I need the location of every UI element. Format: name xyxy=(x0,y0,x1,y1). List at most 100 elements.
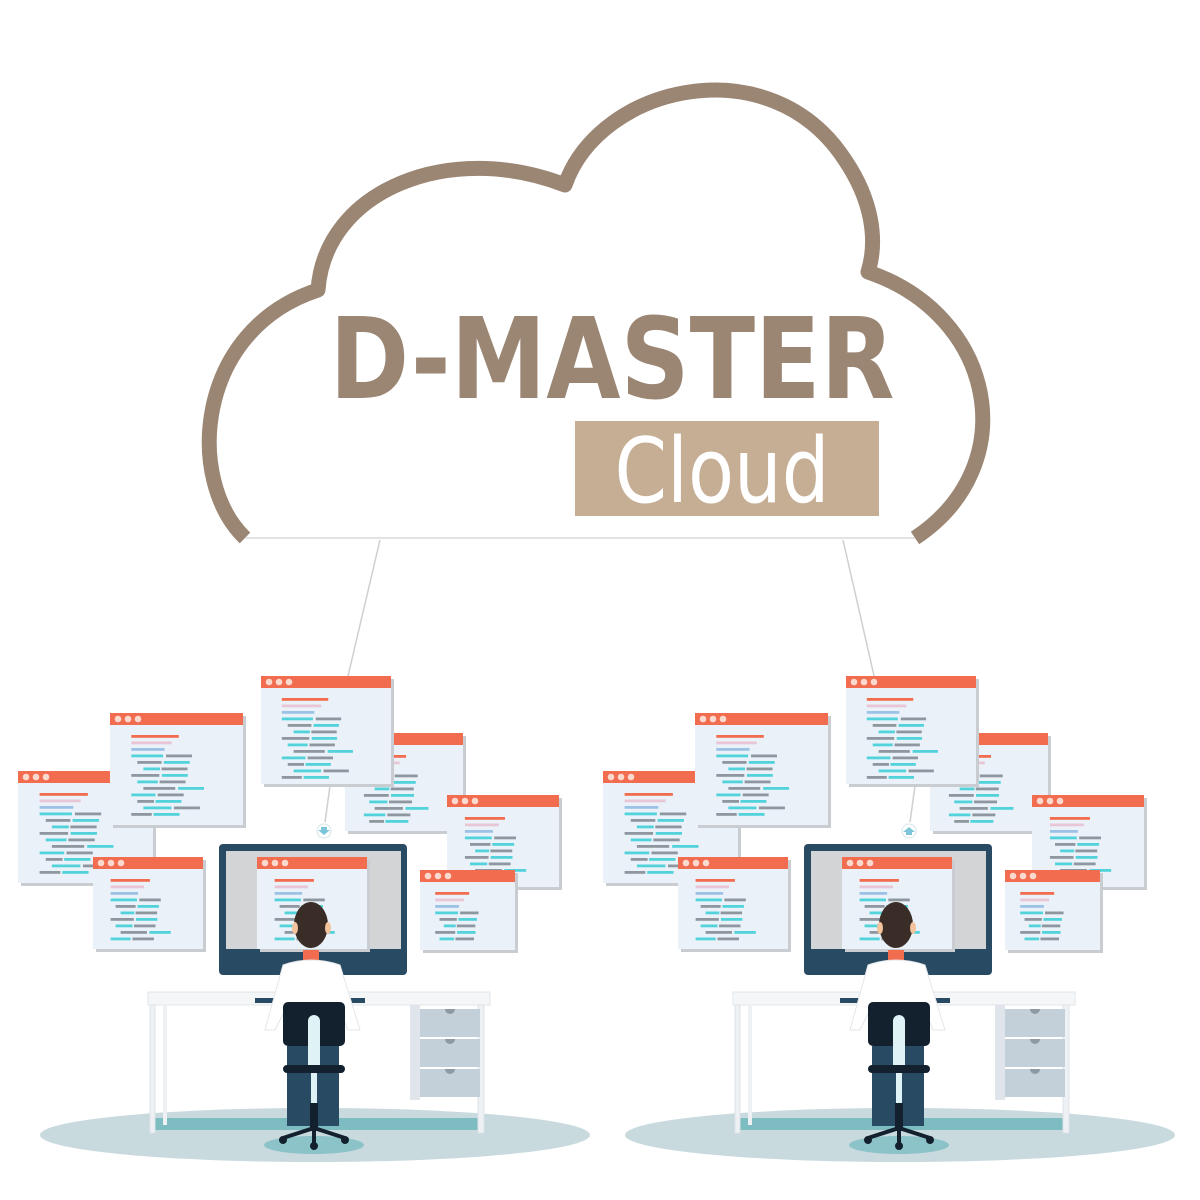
window-dot-icon xyxy=(709,715,717,723)
code-line xyxy=(657,819,684,822)
window-dot-icon xyxy=(692,859,700,867)
code-line xyxy=(742,793,769,797)
code-line xyxy=(744,780,771,784)
code-line xyxy=(705,911,720,915)
code-line xyxy=(131,735,179,738)
code-line xyxy=(131,793,156,797)
code-line xyxy=(892,756,919,760)
code-line xyxy=(866,737,895,740)
desk-leg xyxy=(163,1005,167,1125)
code-line xyxy=(975,787,999,791)
code-line xyxy=(1041,924,1061,928)
code-line xyxy=(724,898,746,902)
window-body xyxy=(846,676,976,784)
code-line xyxy=(1049,830,1078,833)
code-line xyxy=(281,704,322,708)
code-line xyxy=(387,813,411,817)
code-line xyxy=(490,849,513,853)
code-line xyxy=(1024,918,1042,921)
window-dot-icon xyxy=(860,678,868,686)
code-line xyxy=(908,769,934,773)
code-line xyxy=(1049,836,1077,840)
code-line xyxy=(1077,843,1100,846)
code-line xyxy=(872,763,889,766)
code-line xyxy=(655,825,682,829)
code-line xyxy=(716,754,749,758)
code-line xyxy=(1049,817,1090,820)
code-line xyxy=(1075,849,1098,853)
window-header xyxy=(261,676,391,688)
code-line xyxy=(131,741,172,745)
chair-wheel xyxy=(926,1136,934,1144)
code-line xyxy=(131,774,160,777)
chair-pole xyxy=(311,1073,317,1103)
code-line xyxy=(624,806,659,809)
chair-wheel xyxy=(279,1136,287,1144)
code-line xyxy=(134,924,156,928)
chair-support xyxy=(893,1015,905,1071)
code-line xyxy=(87,845,114,848)
code-line xyxy=(898,724,924,727)
window-dot-icon xyxy=(265,678,273,686)
window-dot-icon xyxy=(1029,872,1037,880)
code-line xyxy=(315,717,342,721)
code-line xyxy=(149,931,171,934)
drawer-handle-icon xyxy=(445,1009,455,1014)
code-line xyxy=(700,905,721,908)
code-line xyxy=(655,832,682,835)
code-line xyxy=(460,911,479,915)
code-line xyxy=(872,743,893,747)
code-line xyxy=(728,787,761,790)
code-line xyxy=(287,763,304,766)
code-line xyxy=(131,748,165,751)
code-line xyxy=(948,813,971,817)
code-line xyxy=(157,793,184,797)
code-line xyxy=(888,898,910,902)
code-line xyxy=(746,774,773,777)
logo-subtitle: Cloud xyxy=(615,419,830,524)
chair-wheel xyxy=(864,1136,872,1144)
code-line xyxy=(137,780,158,784)
code-line xyxy=(131,754,164,758)
hair xyxy=(879,902,913,948)
code-window xyxy=(695,713,831,828)
left-workstation xyxy=(18,676,590,1162)
code-line xyxy=(284,911,299,915)
code-line xyxy=(866,756,891,760)
window-dot-icon xyxy=(434,872,442,880)
window-dot-icon xyxy=(107,859,115,867)
code-line xyxy=(722,761,747,764)
code-line xyxy=(178,787,205,790)
code-line xyxy=(979,774,1003,778)
code-line xyxy=(39,799,81,803)
code-line xyxy=(728,767,746,771)
code-line xyxy=(717,937,739,941)
window-body xyxy=(420,870,515,950)
window-dot-icon xyxy=(285,678,293,686)
ear xyxy=(325,922,331,934)
code-line xyxy=(959,787,975,791)
window-dot-icon xyxy=(461,797,469,805)
chair-wheel xyxy=(310,1142,318,1150)
code-line xyxy=(912,750,938,753)
code-line xyxy=(716,741,757,745)
code-line xyxy=(153,813,180,816)
window-dot-icon xyxy=(1019,872,1027,880)
code-line xyxy=(435,931,456,934)
connector-line xyxy=(324,785,331,823)
code-line xyxy=(464,817,505,820)
code-line xyxy=(137,800,154,803)
window-body xyxy=(678,857,788,949)
window-dot-icon xyxy=(114,715,122,723)
code-window xyxy=(1005,870,1103,953)
code-line xyxy=(728,806,757,810)
code-line xyxy=(859,885,894,889)
code-line xyxy=(700,924,718,928)
collar xyxy=(303,950,319,962)
code-line xyxy=(894,743,920,747)
window-dot-icon xyxy=(702,859,710,867)
code-line xyxy=(1020,931,1041,934)
code-line xyxy=(66,851,93,855)
code-line xyxy=(1079,836,1102,840)
code-line xyxy=(490,856,513,859)
